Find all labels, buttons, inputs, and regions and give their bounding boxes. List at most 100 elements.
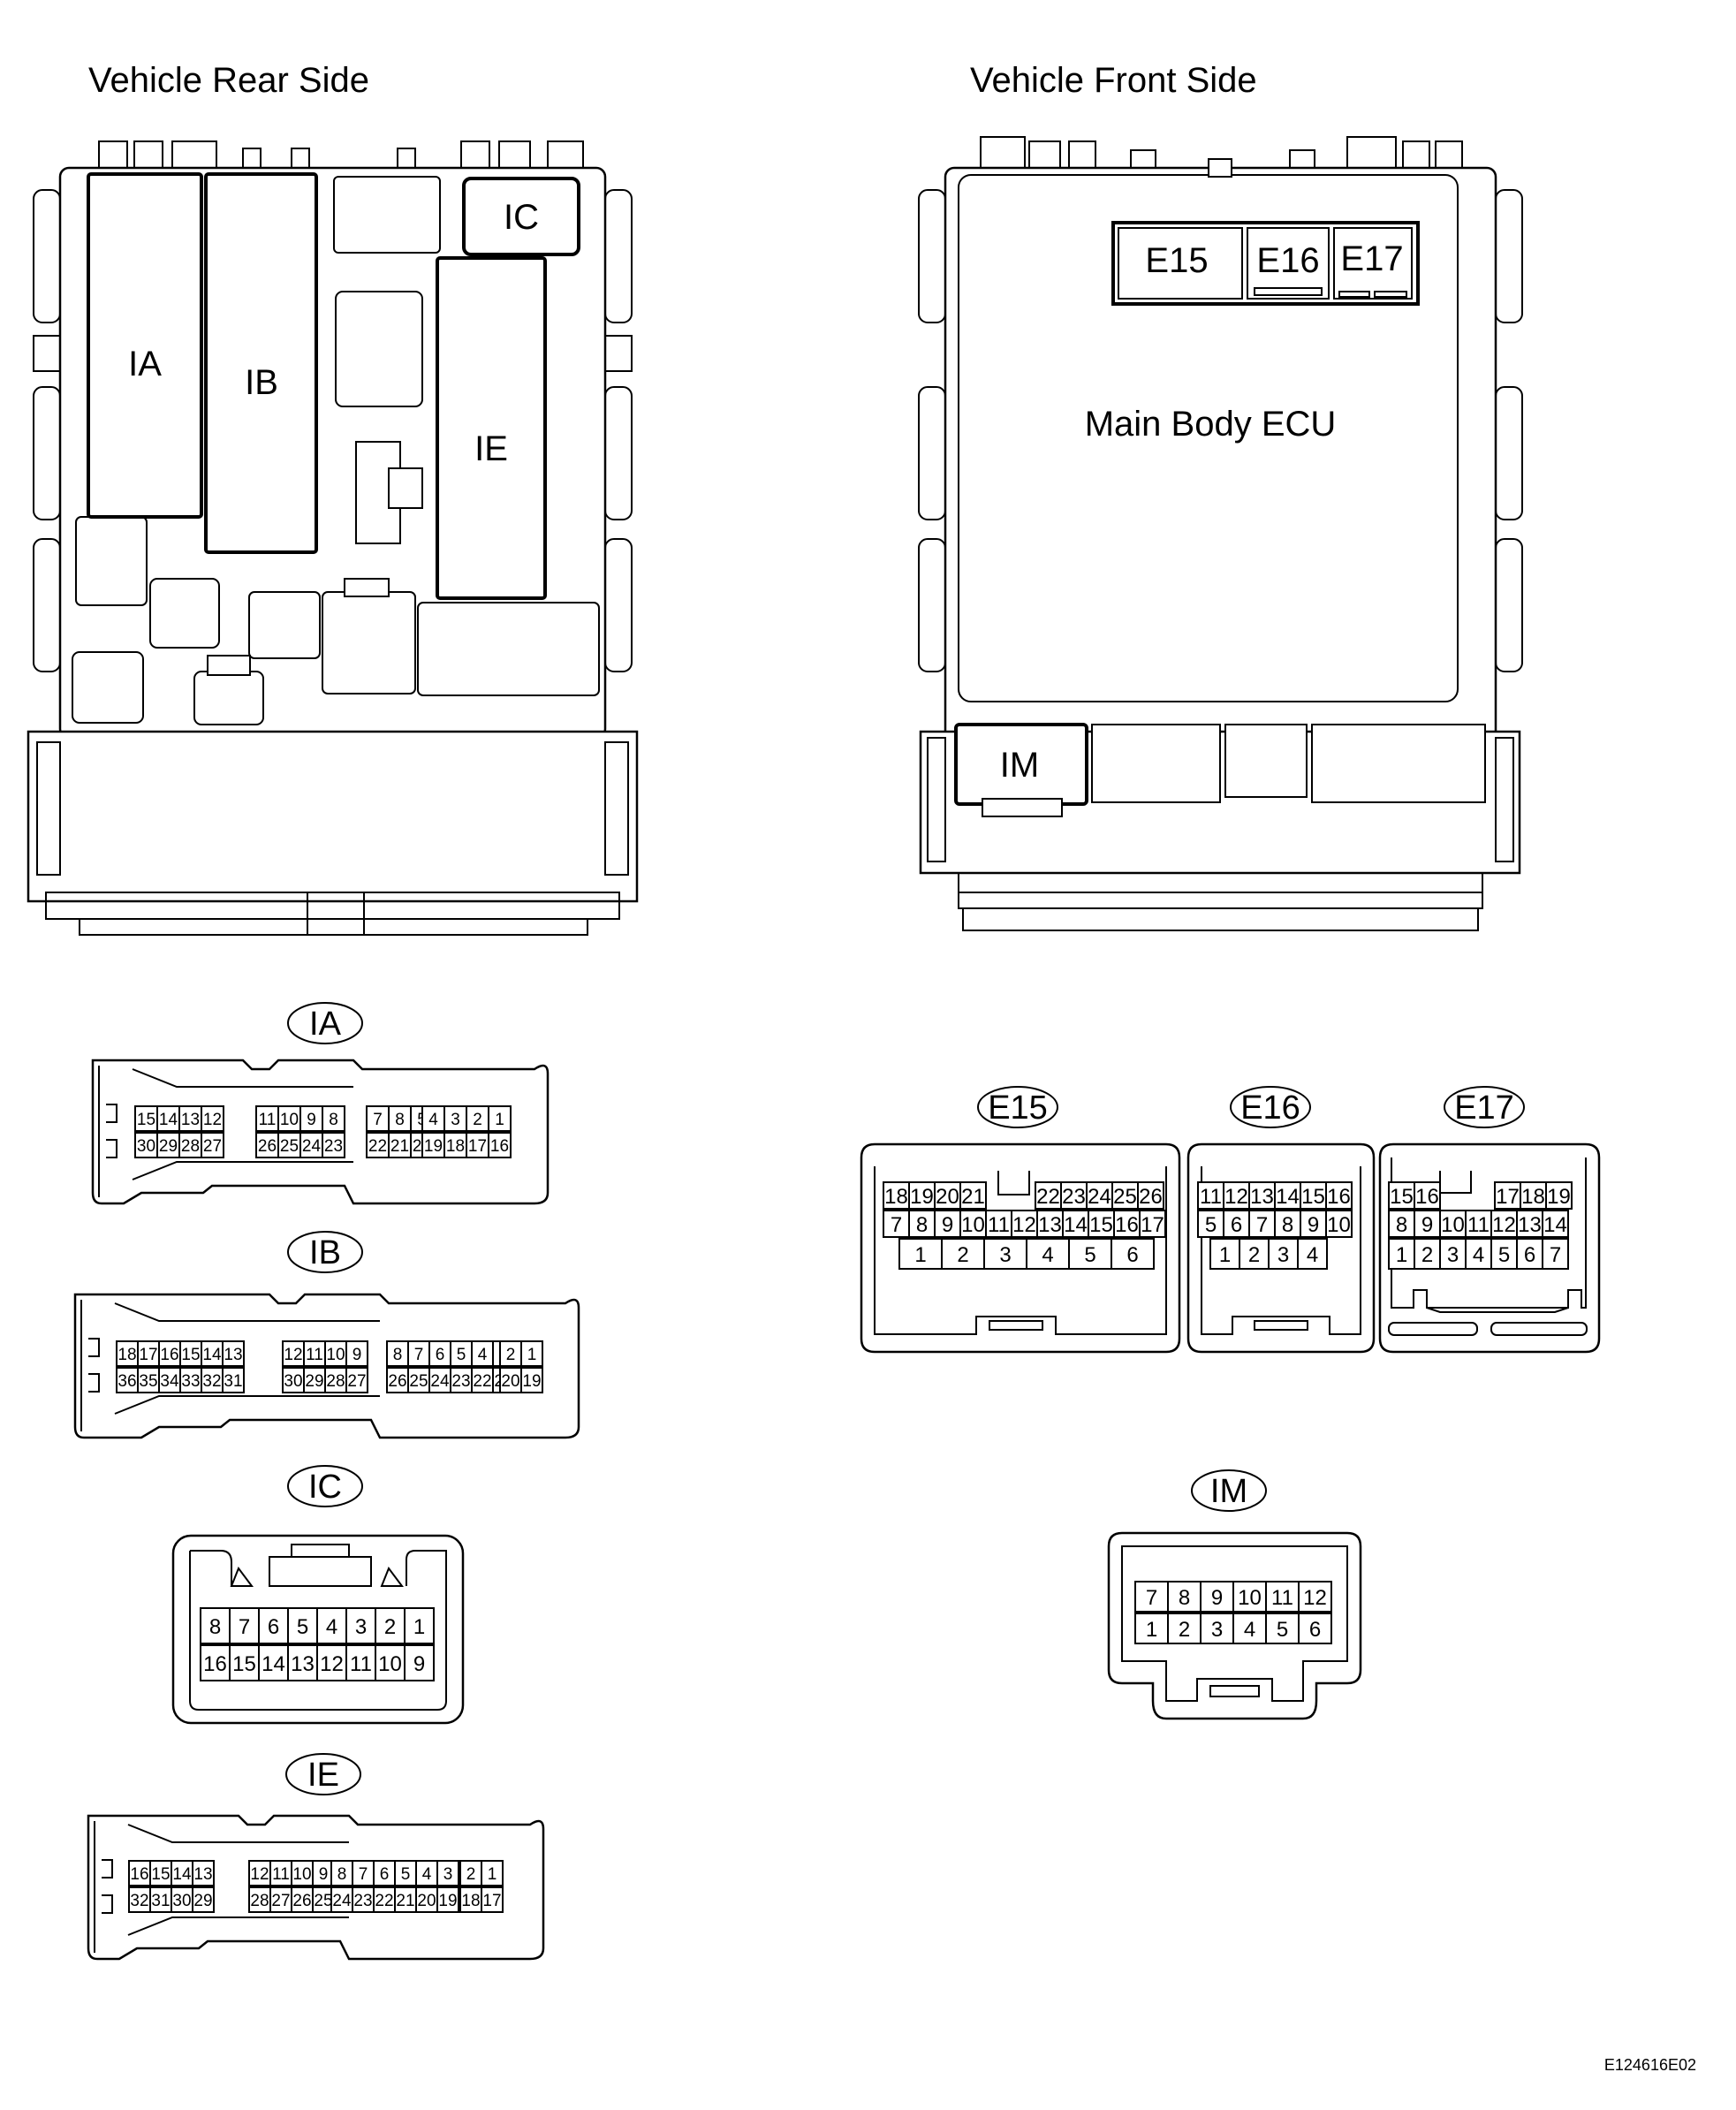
pin-cell (898, 1238, 943, 1270)
pin-cell (201, 1105, 224, 1132)
connector-IA-title: IA (309, 1006, 342, 1043)
pin-number: 6 (1524, 1243, 1535, 1267)
pin-number: 3 (1211, 1618, 1223, 1642)
pin-cell (258, 1607, 289, 1644)
pin-number: 13 (1038, 1213, 1062, 1237)
pin-number: 6 (268, 1615, 279, 1639)
pin-cell (1139, 1210, 1166, 1238)
pin-number: 4 (1473, 1243, 1484, 1267)
pin-number: 12 (1303, 1586, 1327, 1610)
pin-cell (436, 1886, 459, 1913)
pin-number: 18 (1521, 1185, 1545, 1209)
pin-cell (345, 1367, 368, 1393)
pin-number: 4 (478, 1346, 488, 1364)
connector-E17-title: E17 (1454, 1089, 1514, 1127)
pin-cell (1062, 1210, 1089, 1238)
pin-cell (291, 1886, 314, 1913)
pin-cell (222, 1367, 245, 1393)
pin-number: 19 (522, 1372, 541, 1391)
pin-cell (324, 1340, 347, 1367)
pin-number: 21 (961, 1185, 985, 1209)
pin-number: 15 (1301, 1185, 1325, 1209)
pin-number: 6 (380, 1865, 390, 1884)
pin-cell (282, 1340, 305, 1367)
pin-number: 7 (373, 1111, 383, 1129)
pin-number: 24 (302, 1137, 322, 1156)
pin-cell (1035, 1181, 1062, 1210)
pin-number: 9 (1421, 1213, 1433, 1237)
pin-cell (415, 1860, 438, 1886)
pin-cell (1300, 1210, 1327, 1238)
pin-number: 3 (1277, 1243, 1289, 1267)
pin-number: 7 (359, 1865, 368, 1884)
pin-number: 23 (353, 1892, 372, 1910)
pin-number: 29 (159, 1137, 178, 1156)
pin-cell (255, 1105, 279, 1132)
pin-number: 11 (1467, 1213, 1490, 1237)
pin-number: 1 (413, 1615, 425, 1639)
pin-cell (1516, 1210, 1543, 1238)
pin-number: 10 (292, 1865, 311, 1884)
pin-number: 9 (942, 1213, 953, 1237)
pin-number: 19 (438, 1892, 457, 1910)
pin-cell (1167, 1613, 1202, 1644)
pin-cell (1232, 1613, 1267, 1644)
pin-cell (1086, 1181, 1113, 1210)
pin-number: 6 (1309, 1618, 1321, 1642)
pin-number: 28 (250, 1892, 269, 1910)
pin-number: 3 (355, 1615, 367, 1639)
pin-cell (282, 1367, 305, 1393)
pin-cell (450, 1340, 473, 1367)
pin-number: 15 (151, 1865, 170, 1884)
pin-cell (520, 1367, 543, 1393)
pin-cell (375, 1607, 406, 1644)
connector-IM-title: IM (1210, 1473, 1247, 1510)
pin-cell (330, 1886, 353, 1913)
pin-number: 2 (506, 1346, 516, 1364)
pin-cell (1490, 1238, 1518, 1270)
pin-number: 17 (482, 1892, 501, 1910)
pin-number: 8 (395, 1111, 405, 1129)
pin-number: 16 (1327, 1185, 1351, 1209)
front-slot-IM: IM (1000, 746, 1039, 785)
pin-cell (158, 1340, 181, 1367)
pin-cell (1300, 1181, 1327, 1210)
pin-number: 10 (378, 1652, 402, 1676)
pin-cell (1134, 1613, 1169, 1644)
pin-cell (421, 1105, 445, 1132)
pin-cell (366, 1105, 390, 1132)
pin-number: 22 (1036, 1185, 1060, 1209)
pin-number: 11 (350, 1652, 372, 1676)
pin-number: 35 (139, 1372, 157, 1391)
pin-cell (1325, 1210, 1353, 1238)
pin-number: 8 (1282, 1213, 1293, 1237)
pin-cell (488, 1132, 512, 1158)
pin-cell (471, 1367, 494, 1393)
pin-number: 2 (473, 1111, 482, 1129)
pin-cell (1223, 1210, 1250, 1238)
pin-cell (1414, 1181, 1441, 1210)
pin-number: 25 (280, 1137, 299, 1156)
pin-cell (330, 1860, 353, 1886)
pin-cell (1545, 1181, 1573, 1210)
pin-cell (171, 1886, 193, 1913)
pin-number: 22 (473, 1372, 491, 1391)
pin-number: 14 (202, 1346, 222, 1364)
pin-cell (229, 1644, 260, 1681)
front-slot-E15: E15 (1145, 241, 1208, 280)
pin-number: 5 (1277, 1618, 1288, 1642)
pin-cell (908, 1181, 936, 1210)
pin-number: 19 (424, 1137, 443, 1156)
pin-number: 16 (203, 1652, 227, 1676)
pin-number: 14 (172, 1865, 192, 1884)
pin-number: 31 (151, 1892, 170, 1910)
pin-cell (1388, 1210, 1415, 1238)
pin-number: 6 (1126, 1243, 1138, 1267)
pin-number: 10 (280, 1111, 299, 1129)
pin-number: 9 (1211, 1586, 1223, 1610)
pin-number: 24 (430, 1372, 450, 1391)
pin-cell (299, 1132, 323, 1158)
pin-number: 17 (1496, 1185, 1520, 1209)
